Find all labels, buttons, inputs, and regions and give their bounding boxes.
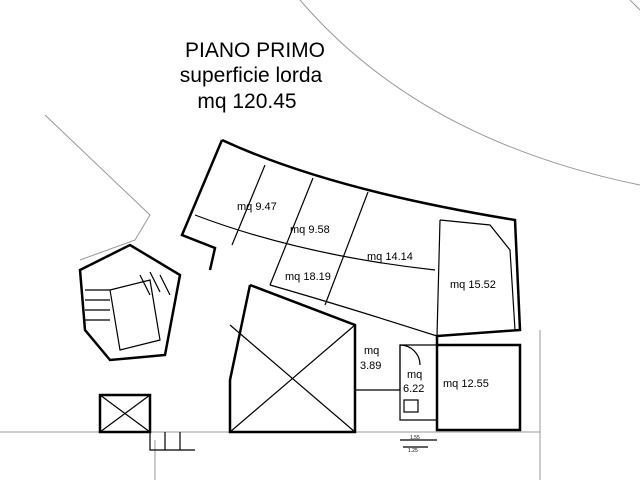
dimension-1-25: 1.25 [408, 448, 418, 454]
room-label-12-55: mq 12.55 [443, 378, 489, 390]
plan-title: PIANO PRIMO superficie lorda mq 120.45 [180, 39, 325, 113]
title-line-1: PIANO PRIMO [185, 39, 325, 62]
room-label-18-19: mq 18.19 [285, 271, 331, 283]
room-label-6-22-b: 6.22 [403, 383, 424, 395]
room-label-14-14: mq 14.14 [367, 251, 413, 263]
room-label-9-58: mq 9.58 [290, 224, 330, 236]
room-label-15-52: mq 15.52 [450, 279, 496, 291]
room-labels: mq 9.47 mq 9.58 mq 14.14 mq 18.19 mq 15.… [237, 201, 496, 454]
title-line-3: mq 120.45 [197, 90, 296, 113]
room-label-6-22-a: mq [407, 369, 422, 381]
room-label-3-89-a: mq [364, 345, 379, 357]
walls [78, 138, 522, 451]
title-line-2: superficie lorda [180, 64, 323, 87]
dimension-1-55: 1.55 [410, 435, 420, 441]
room-label-9-47: mq 9.47 [237, 201, 277, 213]
room-label-3-89-b: 3.89 [360, 360, 381, 372]
